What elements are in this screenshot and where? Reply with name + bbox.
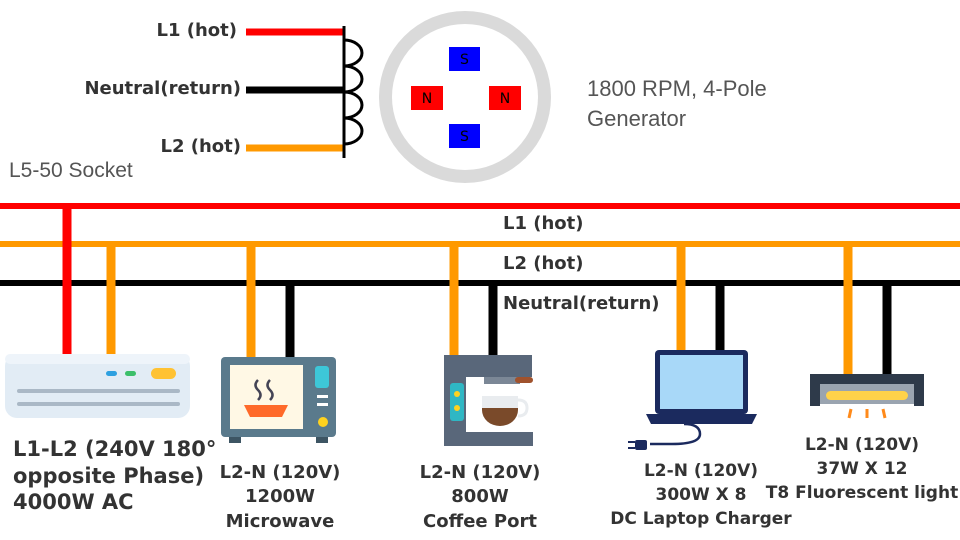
laptop-label-line3: DC Laptop Charger [610, 508, 792, 529]
bus-l1-label: L1 (hot) [503, 213, 584, 234]
air-conditioner-icon [5, 354, 190, 418]
ac-label-line1: L1-L2 (240V 180° [13, 437, 217, 461]
device-label-microwave: L2-N (120V) 1200W Microwave [220, 461, 341, 534]
device-label-light: L2-N (120V) 37W X 12 T8 Fluorescent ligh… [766, 434, 958, 505]
ac-label-line3: 4000W AC [13, 490, 134, 515]
terminal-neutral-label: Neutral(return) [84, 78, 241, 99]
socket-label: L5-50 Socket [9, 159, 133, 182]
light-label-line2: 37W X 12 [816, 458, 908, 479]
bus-l2-label: L2 (hot) [503, 253, 584, 274]
coffee-label-line1: L2-N (120V) [419, 462, 541, 483]
laptop-icon [628, 350, 757, 450]
pole-s-bottom [449, 124, 480, 148]
laptop-label-line1: L2-N (120V) [643, 461, 759, 481]
generator-description-line1: 1800 RPM, 4-Pole [587, 76, 767, 101]
pole-n-right [489, 86, 521, 110]
device-label-laptop: L2-N (120V) 300W X 8 DC Laptop Charger [610, 460, 791, 531]
ac-label-line2: opposite Phase) [13, 463, 205, 488]
microwave-label-line3: Microwave [225, 510, 335, 532]
coffee-label-line2: 800W [451, 486, 509, 508]
fluorescent-light-icon [810, 374, 924, 419]
laptop-label-line2: 300W X 8 [655, 484, 747, 505]
generator-coil [342, 26, 364, 158]
microwave-label-line2: 1200W [245, 486, 315, 508]
light-label-line3: T8 Fluorescent light [765, 482, 959, 503]
pole-label-s-bottom: S [460, 129, 469, 145]
light-label-line1: L2-N (120V) [804, 435, 920, 455]
pole-n-left [411, 86, 443, 110]
generator-rotor [379, 11, 551, 183]
terminal-l2-label: L2 (hot) [160, 136, 242, 157]
pole-label-n-right: N [500, 91, 510, 107]
coffee-label-line3: Coffee Port [423, 510, 537, 532]
pole-label-s-top: S [460, 52, 469, 68]
coffee-maker-icon [444, 355, 533, 446]
bus-neutral-label: Neutral(return) [503, 293, 660, 314]
microwave-label-line1: L2-N (120V) [219, 462, 341, 483]
pole-s-top [449, 47, 480, 71]
microwave-icon [221, 357, 336, 443]
terminal-l1-label: L1 (hot) [156, 20, 238, 41]
generator-description-line2: Generator [587, 106, 687, 131]
pole-label-n-left: N [422, 91, 432, 107]
device-label-air-conditioner: L1-L2 (240V 180° opposite Phase) 4000W A… [13, 436, 216, 516]
device-label-coffee: L2-N (120V) 800W Coffee Port [420, 461, 541, 534]
